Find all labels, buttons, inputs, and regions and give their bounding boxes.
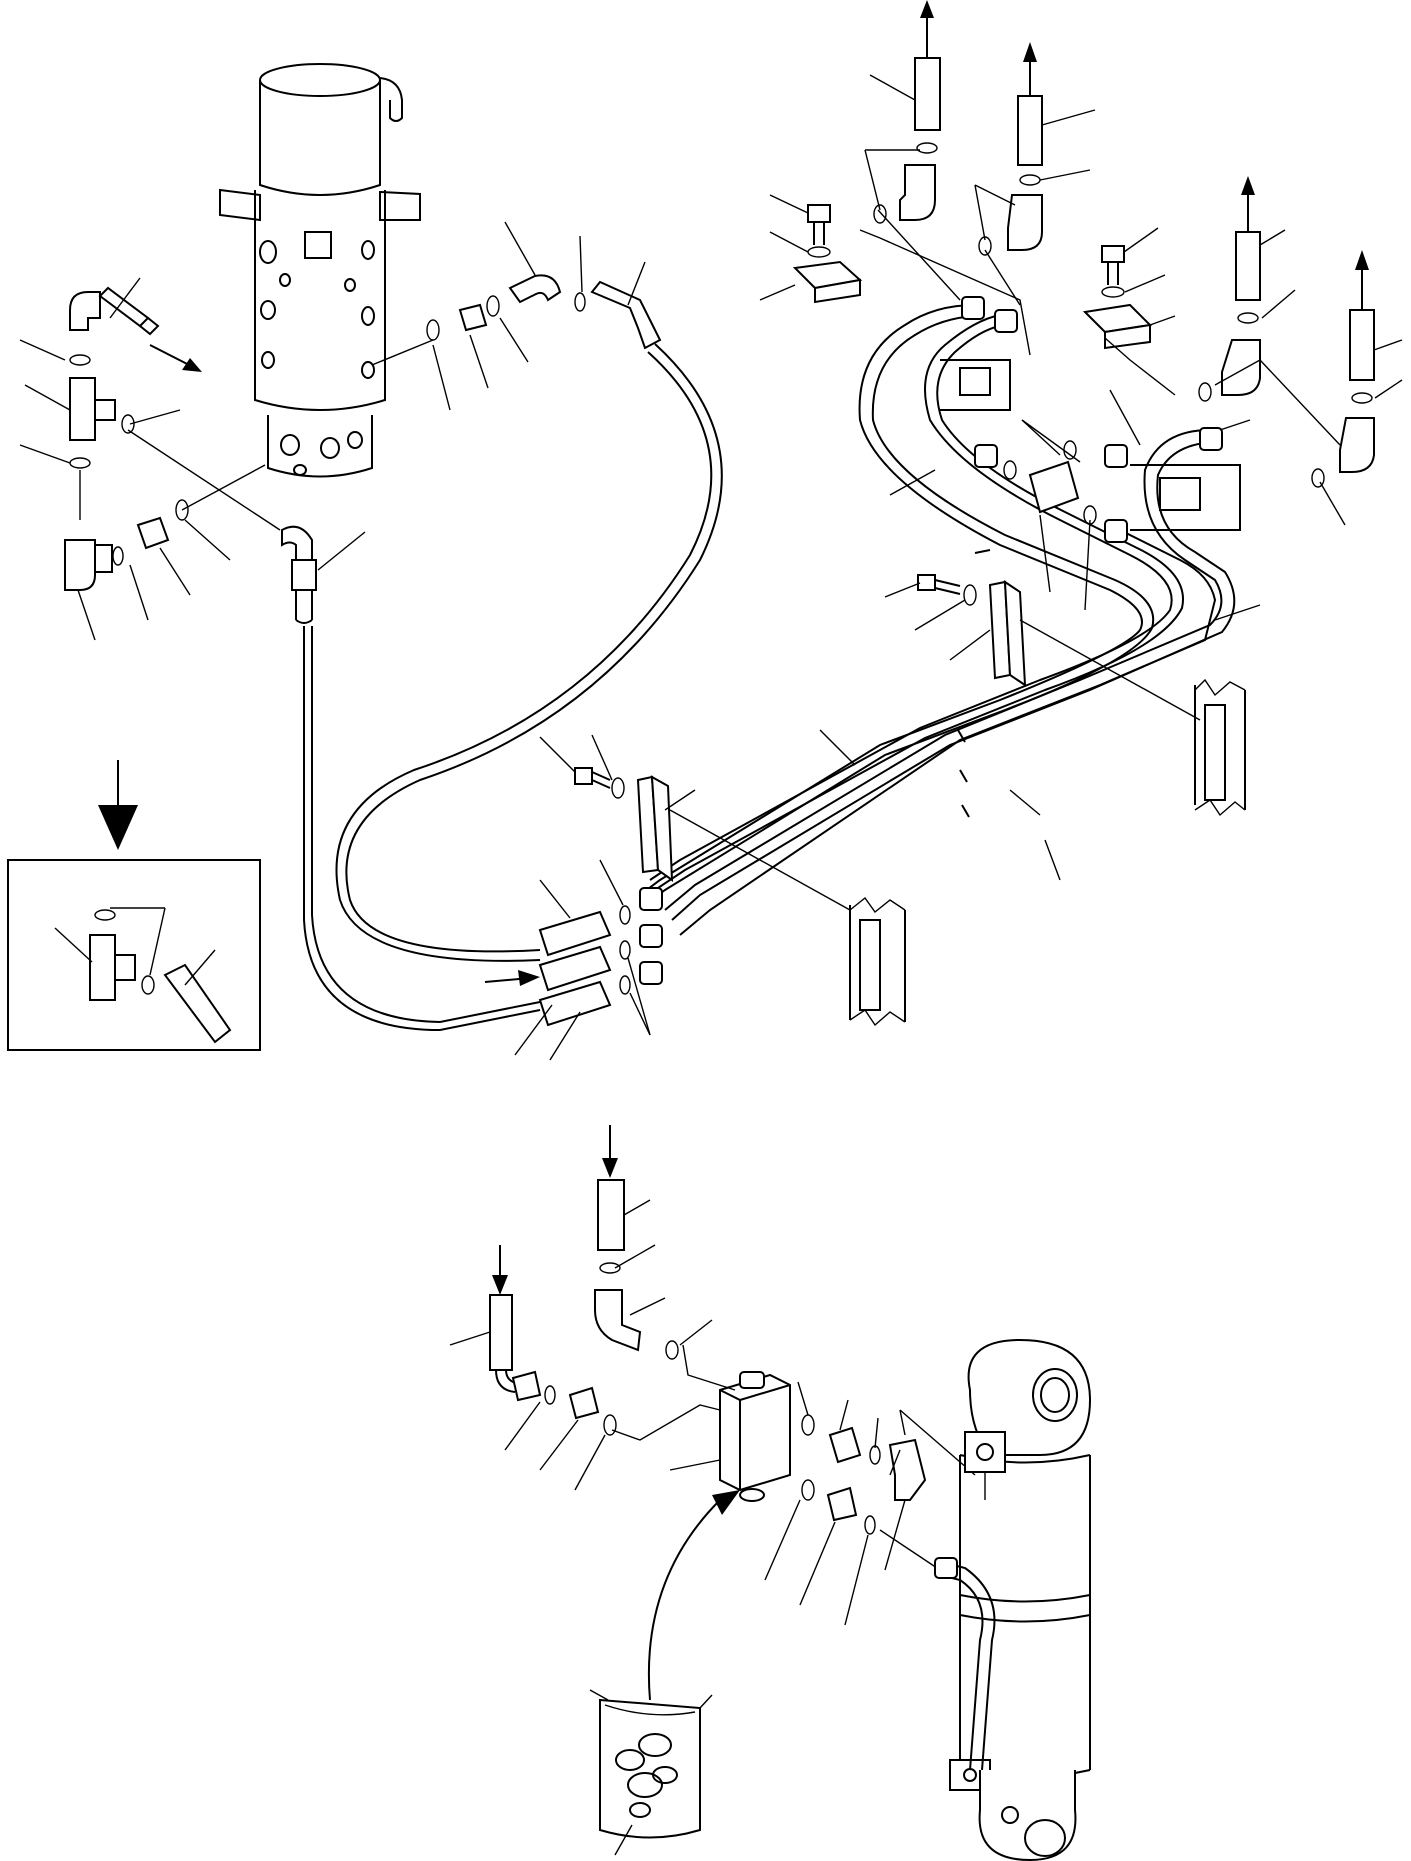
o-ring-kit-bag [589, 1689, 713, 1856]
elbow-upper-2 [1007, 194, 1043, 251]
adapter-fitting-left [136, 516, 170, 550]
hose-end-valve-1 [597, 1179, 625, 1251]
left-fitting-chain [19, 277, 281, 641]
hose-end-lower-2 [538, 945, 612, 992]
hose-elbow-center [281, 525, 313, 561]
cylinder-valve-assembly [449, 1125, 1092, 1861]
detail-inset-box [7, 760, 261, 1051]
tube-nut-3 [639, 961, 663, 985]
swivel-cap-top [259, 63, 381, 97]
swivel-hose-loop [345, 343, 723, 953]
hose-end-left-top [98, 286, 150, 328]
cylinder-pipe [939, 1574, 984, 1771]
inset-hose-end [163, 963, 232, 1044]
upper-center-fittings [335, 221, 723, 962]
valve-cap [739, 1371, 765, 1389]
hose-end-valve-2 [489, 1294, 513, 1371]
left-chain-leaders [19, 277, 231, 641]
flow-arrow-valve-1 [602, 1158, 618, 1178]
tee-fitting-left [69, 377, 96, 441]
tube-nut-2 [639, 924, 663, 948]
tube-bundle [639, 296, 1261, 985]
elbow-valve-1 [594, 1289, 642, 1352]
bolt-middle-2 [574, 767, 593, 785]
kit-bag-orings [615, 1733, 678, 1818]
inset-frame [7, 859, 261, 1051]
hose-end-upper-4 [1349, 309, 1375, 381]
elbow-fitting-center-top [508, 274, 562, 304]
bolt-upper-2 [1101, 245, 1125, 263]
swivel-lower-collar [267, 415, 373, 478]
long-hose-lower [303, 626, 541, 1032]
o-ring-left-2 [121, 414, 135, 434]
valve-block [719, 1373, 791, 1492]
bolt-upper-1 [807, 204, 831, 223]
bracket-section-upper-2 [1130, 464, 1241, 531]
lower-connectors [484, 859, 651, 1061]
swivel-cap-body [259, 80, 381, 196]
swivel-body [254, 190, 386, 411]
hose-end-center-top [590, 280, 662, 350]
tube-2 [649, 314, 1173, 881]
bracket-section-lower [849, 905, 906, 1022]
valve-leaders [449, 1199, 906, 1626]
adapter-fitting-center [458, 303, 488, 332]
swivel-hose-center [281, 525, 541, 1032]
adapter-valve-4 [826, 1486, 858, 1522]
elbow-upper-4 [1339, 417, 1375, 473]
cylinder-barrel [959, 1455, 1091, 1770]
elbow-fitting-left-bottom [64, 539, 96, 591]
adapter-valve-3 [828, 1426, 862, 1464]
middle-clamps [539, 359, 1246, 1027]
swivel-port-holes [259, 240, 375, 379]
swivel-flange-left [219, 188, 261, 222]
adapter-valve-2 [511, 1370, 542, 1402]
bracket-section-right [1194, 685, 1246, 810]
flow-arrow-lower [518, 970, 540, 986]
flow-arrow-valve-2 [492, 1275, 508, 1295]
elbow-valve-3 [888, 1438, 927, 1501]
swivel-joint-assembly [219, 63, 421, 478]
elbow-fitting-left-top [69, 291, 101, 331]
o-ring-left-1 [69, 354, 91, 366]
bolt-middle-1 [917, 574, 936, 591]
tube-4 [679, 524, 1217, 936]
kit-bag-outline [599, 1698, 701, 1839]
tube-1 [639, 304, 1143, 896]
swivel-flange-right [379, 190, 421, 221]
elbow-upper-3 [1221, 339, 1261, 396]
elbow-upper-1 [899, 164, 936, 221]
upper-right-fittings [759, 0, 1403, 526]
bracket-section-upper-1 [940, 359, 1011, 411]
curved-arrow-valve [647, 1499, 721, 1701]
hose-end-upper-2 [1017, 95, 1043, 166]
upper-right-leaders [759, 74, 1403, 526]
hose-sleeve-center [291, 559, 317, 591]
tee-fitting-middle [1028, 460, 1080, 514]
tube-3 [664, 429, 1223, 911]
hose-end-lower-3 [538, 980, 612, 1027]
hose-end-lower-1 [538, 910, 612, 957]
inset-tee-fitting [89, 934, 116, 1001]
o-ring-left-3 [69, 457, 91, 469]
inset-arrow [98, 805, 138, 850]
swivel-port-block [304, 231, 332, 259]
tube-nut-1 [639, 887, 663, 911]
hose-end-upper-3 [1235, 231, 1261, 301]
flow-arrow-left [182, 358, 202, 372]
hose-end-upper-1 [914, 57, 941, 131]
swivel-cap-handle [379, 77, 403, 122]
